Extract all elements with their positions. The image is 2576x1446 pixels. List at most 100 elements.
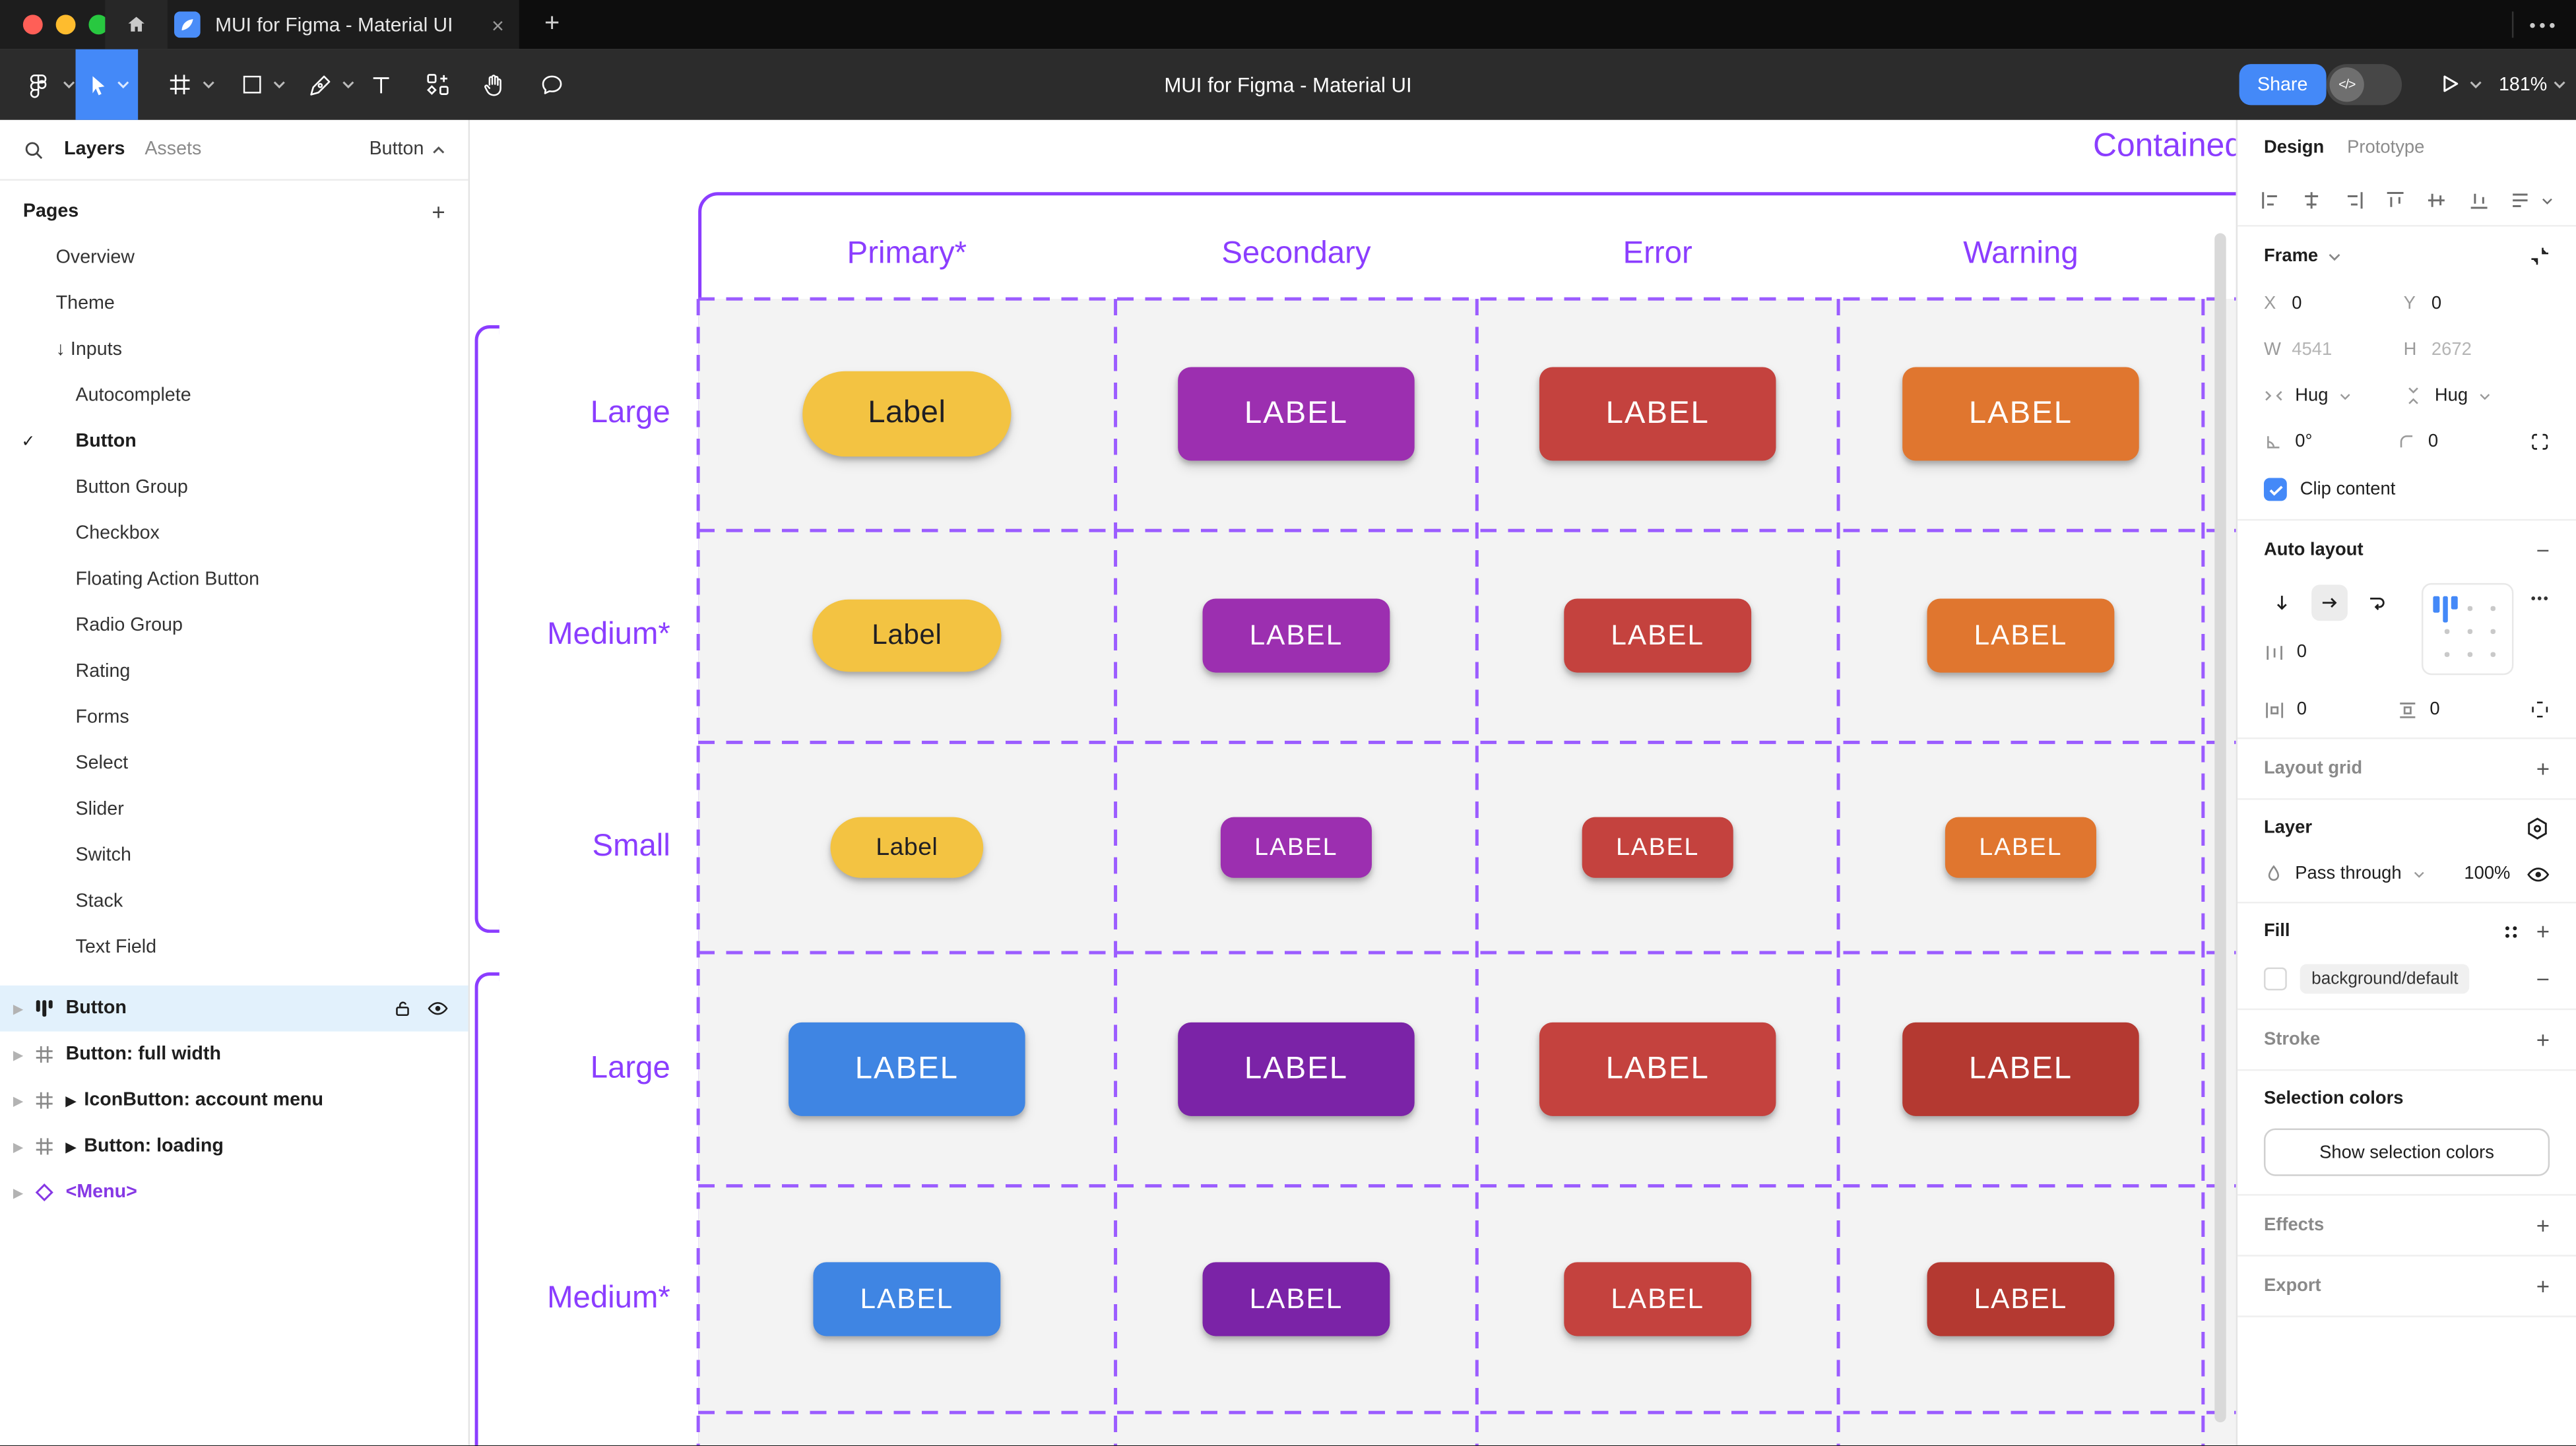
search-icon[interactable]: [23, 139, 44, 160]
blend-mode-hexagon-icon[interactable]: [2525, 815, 2550, 840]
collapse-frame-icon[interactable]: [2530, 246, 2550, 266]
add-effect-button[interactable]: +: [2536, 1212, 2550, 1238]
canvas-button-primary-medium-r5[interactable]: LABEL: [813, 1262, 1000, 1336]
auto-layout-horizontal-button[interactable]: [2311, 584, 2348, 621]
layer-row-button-loading[interactable]: ▶▶Button: loading: [0, 1123, 468, 1170]
page-item-theme[interactable]: Theme: [0, 281, 468, 327]
page-item-inputs[interactable]: ↓ Inputs: [0, 327, 468, 373]
tab-assets[interactable]: Assets: [145, 140, 201, 160]
page-item-text-field[interactable]: Text Field: [0, 925, 468, 971]
canvas-button-warning-small-r3[interactable]: LABEL: [1945, 817, 2096, 878]
page-item-switch[interactable]: Switch: [0, 833, 468, 879]
layer-opacity-field[interactable]: 100%: [2464, 864, 2510, 884]
expand-chevron-icon[interactable]: ▶: [13, 1185, 23, 1199]
expand-chevron-icon[interactable]: ▶: [13, 1093, 23, 1108]
expand-chevron-icon[interactable]: ▶: [13, 1139, 23, 1154]
file-tab[interactable]: MUI for Figma - Material UI: [174, 0, 453, 49]
page-item-forms[interactable]: Forms: [0, 695, 468, 741]
overflow-menu-icon[interactable]: [2530, 23, 2554, 28]
align-bottom-icon[interactable]: [2468, 191, 2488, 210]
canvas-button-error-medium-r5[interactable]: LABEL: [1564, 1262, 1751, 1336]
item-spacing-field[interactable]: 0: [2297, 643, 2307, 662]
visibility-eye-icon[interactable]: [2527, 865, 2550, 883]
add-stroke-button[interactable]: +: [2536, 1026, 2550, 1053]
auto-layout-alignment-matrix[interactable]: [2422, 583, 2513, 675]
remove-fill-button[interactable]: −: [2536, 966, 2550, 992]
canvas-button-primary-medium-r2[interactable]: Label: [812, 600, 1001, 672]
page-item-autocomplete[interactable]: Autocomplete: [0, 373, 468, 419]
present-button[interactable]: [2438, 73, 2461, 96]
page-item-radio-group[interactable]: Radio Group: [0, 603, 468, 649]
page-item-checkbox[interactable]: Checkbox: [0, 511, 468, 557]
canvas-button-warning-medium-r5[interactable]: LABEL: [1927, 1262, 2115, 1336]
new-tab-button[interactable]: +: [534, 0, 570, 49]
canvas-scrollbar[interactable]: [2214, 234, 2226, 1423]
x-position-field[interactable]: 0: [2292, 294, 2302, 314]
canvas-button-secondary-medium-r2[interactable]: LABEL: [1203, 599, 1390, 673]
tab-design[interactable]: Design: [2264, 138, 2324, 158]
add-export-button[interactable]: +: [2536, 1273, 2550, 1300]
rotation-field[interactable]: 0°: [2295, 432, 2312, 452]
canvas-button-secondary-large-r4[interactable]: LABEL: [1178, 1022, 1415, 1116]
visibility-eye-icon[interactable]: [427, 1000, 448, 1017]
canvas-button-warning-medium-r2[interactable]: LABEL: [1927, 599, 2115, 673]
expand-chevron-icon[interactable]: ▶: [13, 1047, 23, 1061]
height-field[interactable]: 2672: [2431, 340, 2472, 360]
styles-grid-icon[interactable]: [2501, 922, 2519, 940]
canvas-button-error-small-r3[interactable]: LABEL: [1582, 817, 1733, 878]
distribute-menu[interactable]: [2510, 191, 2553, 210]
add-fill-button[interactable]: +: [2536, 918, 2550, 945]
independent-padding-icon[interactable]: [2530, 700, 2550, 720]
width-field[interactable]: 4541: [2292, 340, 2332, 360]
vertical-padding-field[interactable]: 0: [2430, 700, 2439, 720]
independent-corners-icon[interactable]: [2530, 432, 2550, 452]
frame-type-chevron-icon[interactable]: [2328, 252, 2341, 260]
page-item-stack[interactable]: Stack: [0, 879, 468, 925]
canvas-button-primary-large-r1[interactable]: Label: [802, 371, 1011, 456]
auto-layout-wrap-button[interactable]: [2359, 584, 2395, 621]
share-button[interactable]: Share: [2239, 64, 2326, 105]
auto-layout-more-icon[interactable]: •••: [2531, 591, 2550, 676]
auto-layout-vertical-button[interactable]: [2264, 584, 2300, 621]
canvas-button-secondary-medium-r5[interactable]: LABEL: [1203, 1262, 1390, 1336]
close-tab-button[interactable]: ×: [482, 0, 515, 49]
canvas-button-primary-small-r3[interactable]: Label: [831, 817, 984, 878]
page-indicator[interactable]: Button: [370, 140, 445, 160]
canvas-button-warning-large-r1[interactable]: LABEL: [1902, 367, 2139, 460]
home-tab[interactable]: [105, 0, 168, 49]
blend-mode-dropdown[interactable]: Pass through: [2295, 864, 2424, 884]
layer-row-button-full-width[interactable]: ▶Button: full width: [0, 1032, 468, 1078]
close-window-button[interactable]: [23, 15, 43, 34]
canvas-button-error-medium-r2[interactable]: LABEL: [1564, 599, 1751, 673]
align-vertical-center-icon[interactable]: [2427, 191, 2447, 210]
zoom-menu[interactable]: 181%: [2499, 49, 2567, 120]
layer-row-button[interactable]: ▶Button: [0, 986, 468, 1032]
page-item-button[interactable]: ✓Button: [0, 419, 468, 465]
frame-title[interactable]: Contained: [2093, 128, 2243, 166]
dev-mode-toggle[interactable]: </>: [2327, 64, 2402, 105]
add-layout-grid-button[interactable]: +: [2536, 755, 2550, 782]
tab-layers[interactable]: Layers: [64, 140, 125, 160]
canvas-button-error-large-r4[interactable]: LABEL: [1539, 1022, 1776, 1116]
canvas-button-secondary-large-r1[interactable]: LABEL: [1178, 367, 1415, 460]
corner-radius-field[interactable]: 0: [2428, 432, 2438, 452]
align-top-icon[interactable]: [2385, 191, 2405, 210]
canvas-button-error-large-r1[interactable]: LABEL: [1539, 367, 1776, 460]
layer-row-menu[interactable]: ▶<Menu>: [0, 1170, 468, 1216]
canvas-button-secondary-small-r3[interactable]: LABEL: [1221, 817, 1372, 878]
remove-auto-layout-button[interactable]: −: [2536, 537, 2550, 563]
page-item-rating[interactable]: Rating: [0, 648, 468, 695]
horizontal-sizing-dropdown[interactable]: Hug: [2295, 386, 2328, 406]
present-chevron-icon[interactable]: [2469, 80, 2482, 88]
fill-color-swatch[interactable]: [2264, 967, 2287, 990]
unlocked-icon[interactable]: [393, 999, 412, 1019]
page-item-slider[interactable]: Slider: [0, 787, 468, 833]
minimize-window-button[interactable]: [56, 15, 76, 34]
layer-row-iconbutton-account-menu[interactable]: ▶▶IconButton: account menu: [0, 1077, 468, 1123]
page-item-button-group[interactable]: Button Group: [0, 465, 468, 511]
page-item-overview[interactable]: Overview: [0, 235, 468, 281]
add-page-button[interactable]: +: [432, 199, 445, 225]
page-item-floating-action-button[interactable]: Floating Action Button: [0, 557, 468, 603]
horizontal-padding-field[interactable]: 0: [2297, 700, 2307, 720]
align-right-icon[interactable]: [2344, 191, 2364, 210]
